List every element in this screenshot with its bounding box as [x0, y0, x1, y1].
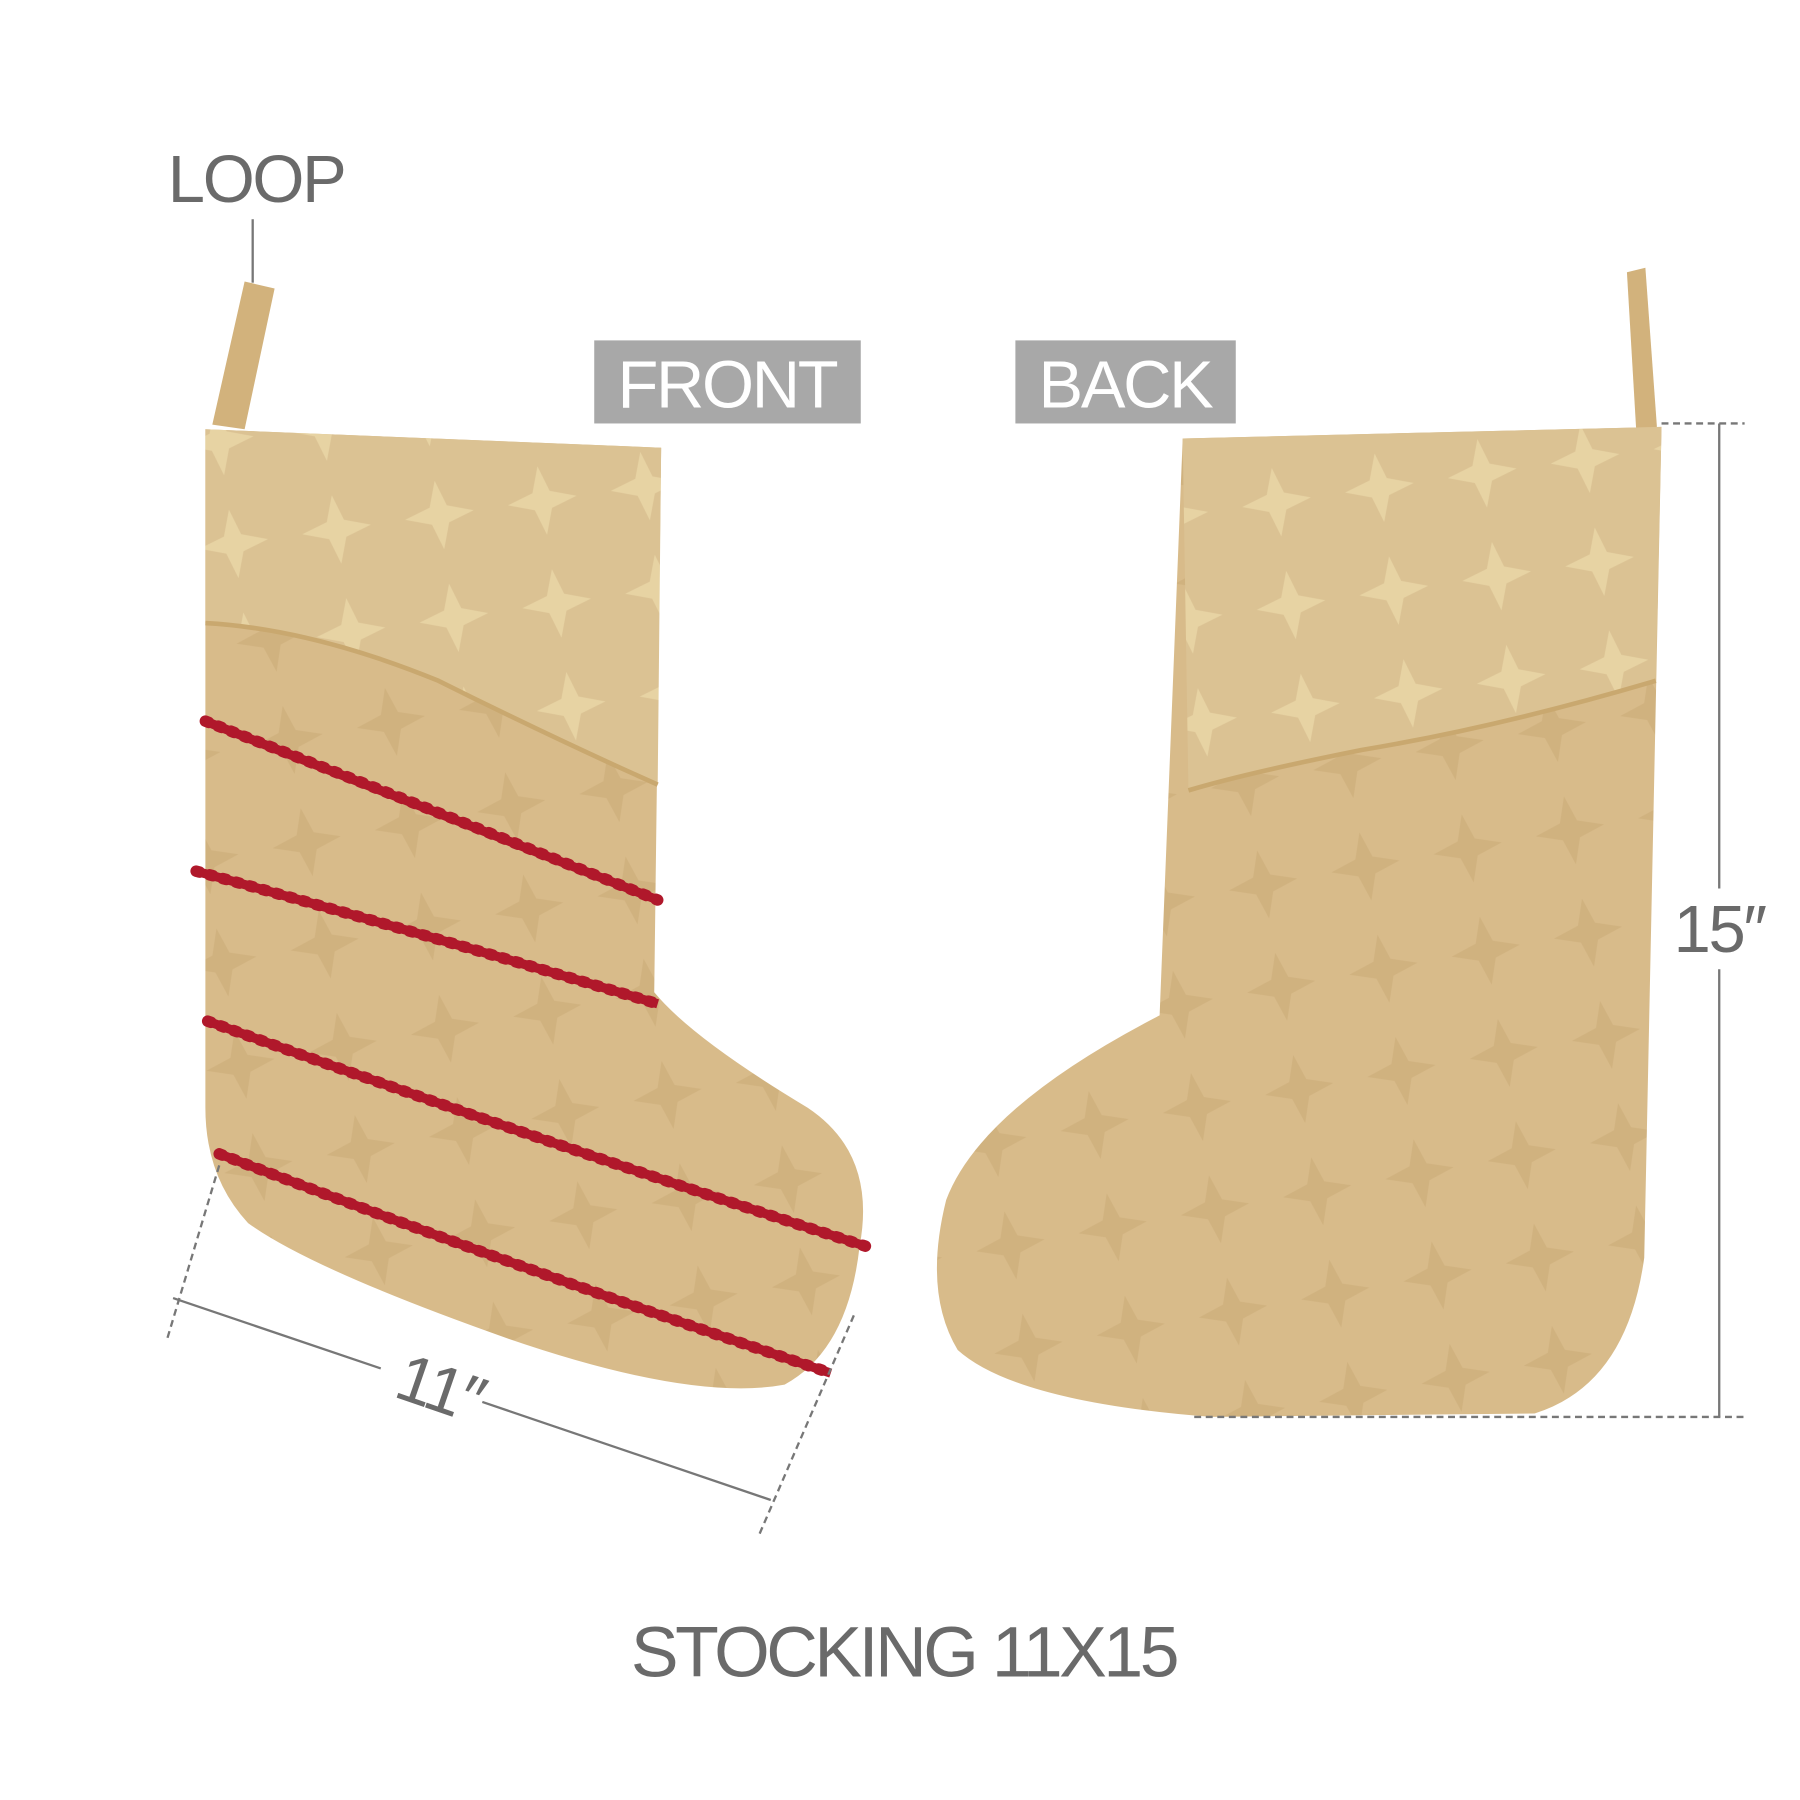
back-label: BACK — [1039, 347, 1214, 422]
front-stocking — [190, 281, 872, 1389]
height-label: 15″ — [1674, 892, 1767, 967]
width-label: 11″ — [387, 1339, 494, 1439]
back-stocking — [936, 267, 1662, 1417]
front-tag: FRONT — [594, 340, 861, 424]
front-cuff — [205, 429, 662, 785]
loop-label: LOOP — [168, 142, 345, 217]
product-title: STOCKING 11X15 — [631, 1613, 1177, 1693]
back-loop — [1626, 267, 1657, 430]
back-cuff — [1182, 426, 1662, 791]
front-loop — [212, 281, 275, 430]
width-dimension — [166, 1165, 855, 1536]
back-tag: BACK — [1015, 340, 1236, 424]
height-dimension — [1194, 422, 1745, 1419]
front-label: FRONT — [617, 347, 837, 422]
front-stocking-body — [205, 429, 864, 1389]
